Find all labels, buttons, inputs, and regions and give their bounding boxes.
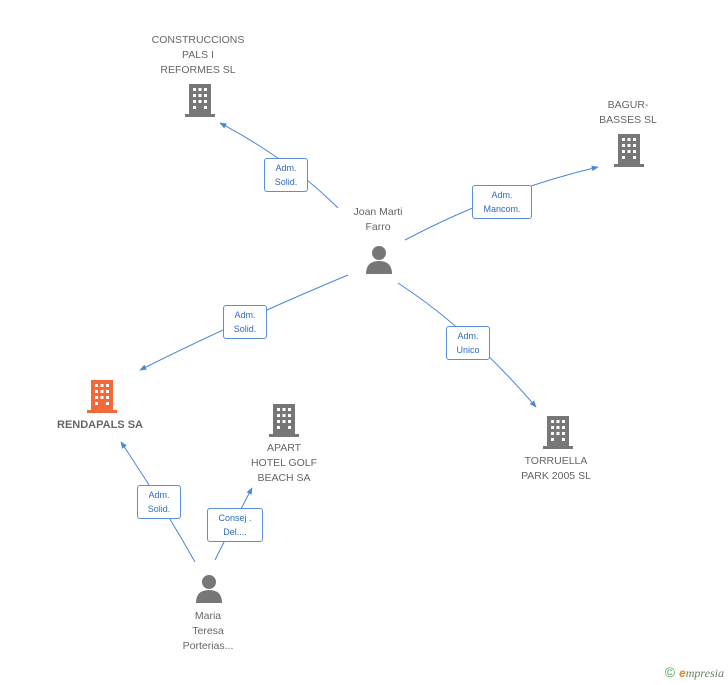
copyright-symbol: ©	[664, 664, 676, 680]
node-label-torruella[interactable]: TORRUELLA PARK 2005 SL	[521, 455, 591, 482]
brand-name: mpresia	[685, 666, 724, 680]
person-icon[interactable]	[196, 575, 222, 603]
edge-label-maria-apart[interactable]: Consej . Del....	[207, 508, 263, 542]
person-icon[interactable]	[366, 246, 392, 274]
edge-label-joan-torruella[interactable]: Adm. Unico	[446, 326, 490, 360]
brand-initial: e	[679, 666, 686, 680]
building-icon-main[interactable]	[87, 380, 117, 413]
edge-label-joan-bagur[interactable]: Adm. Mancom.	[472, 185, 532, 219]
empresia-watermark: ©empresia	[665, 664, 724, 681]
node-label-maria[interactable]: Maria Teresa Porterias...	[182, 610, 234, 652]
node-label-construccions[interactable]: CONSTRUCCIONS PALS I REFORMES SL	[151, 34, 245, 76]
edge-label-joan-construccions[interactable]: Adm. Solid.	[264, 158, 308, 192]
node-label-rendapals[interactable]: RENDAPALS SA	[57, 419, 143, 431]
edge-label-maria-rendapals[interactable]: Adm. Solid.	[137, 485, 181, 519]
node-label-bagur[interactable]: BAGUR- BASSES SL	[599, 99, 657, 126]
node-label-apart[interactable]: APART HOTEL GOLF BEACH SA	[250, 442, 318, 484]
node-label-joan[interactable]: Joan Marti Farro	[353, 206, 403, 233]
edge-label-joan-rendapals[interactable]: Adm. Solid.	[223, 305, 267, 339]
building-icon[interactable]	[543, 416, 573, 449]
building-icon[interactable]	[614, 134, 644, 167]
building-icon[interactable]	[185, 84, 215, 117]
building-icon[interactable]	[269, 404, 299, 437]
